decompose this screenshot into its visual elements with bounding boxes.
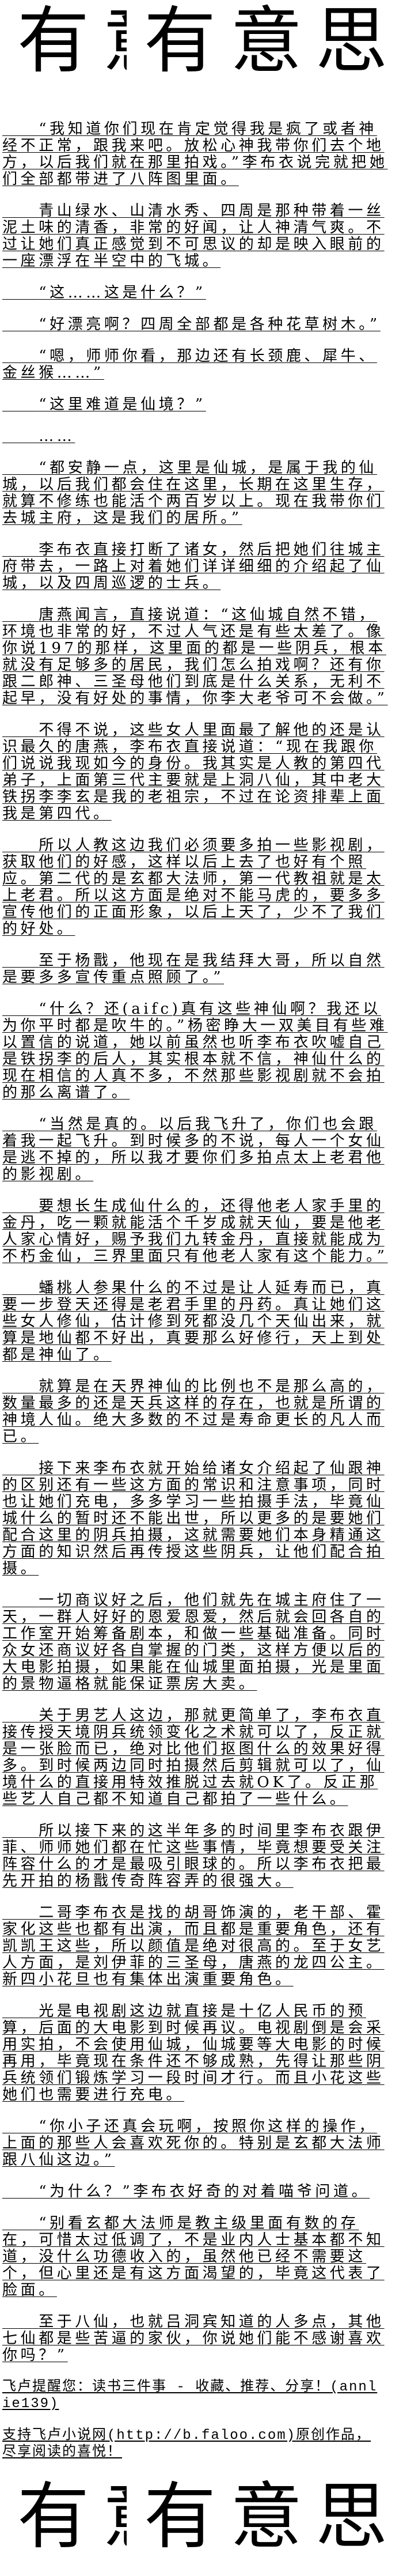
logo-char: 有 — [17, 0, 89, 83]
logo-char: 意 — [102, 2, 127, 80]
paragraph: “为什么？”李布衣好奇的对着喵爷问道。 — [39, 2183, 370, 2200]
paragraph: “好漂亮啊？四周全部都是各种花草树木。” — [39, 316, 381, 333]
paragraph: 光是电视剧这边就直接是十亿人民币的预算，后面的大电影到时候再议。电视剧倒是会采用… — [2, 2003, 385, 2103]
paragraph: 至于杨戬，他现在是我结拜大哥，所以自然是要多多宣传重点照顾了。” — [2, 952, 385, 986]
footer-notes: 飞卢提醒您：读书三件事 - 收藏、推荐、分享！(annlie139) 支持飞卢小… — [2, 2379, 382, 2461]
paragraph: 二哥李布衣是找的胡哥饰演的，老干部、霍家化这些也都有出演，而且都是重要角色，还有… — [2, 1904, 385, 1988]
paragraph: “别看玄都大法师是教主级里面有数的存在，可惜太过低调了，不是业内人士基本都不知道… — [2, 2215, 385, 2299]
logo-char: 意 — [102, 2478, 127, 2556]
paragraph: 所以人教这边我们必须要多拍一些影视剧，获取他们的好感，这样以后上去了也好有个照应… — [2, 837, 385, 938]
paragraph: “这里难道是仙境？” — [39, 396, 206, 413]
reminder-link[interactable]: 飞卢提醒您：读书三件事 - 收藏、推荐、分享！(annlie139) — [2, 2379, 378, 2412]
paragraph: 李布衣直接打断了诸女，然后把她们往城主府带去，一路上对着她们详详细细的介绍起了仙… — [2, 541, 385, 592]
paragraph: 至于八仙，也就吕洞宾知道的人多点，其他七仙都是些苦逼的家伙，你说她们能不感谢喜欢… — [2, 2313, 385, 2364]
paragraph: 要想长生成仙什么的，还得他老人家手里的金丹，吃一颗就能活个千岁成就天仙，要是他老… — [2, 1198, 388, 1265]
paragraph: “什么？还(aifc)真有这些神仙啊？我还以为你平时都是吹牛的。”杨密睁大一双美… — [2, 1000, 388, 1101]
paragraph: …… — [39, 428, 75, 445]
site-logo-top: 有 意 有 意 思 — [0, 0, 403, 98]
paragraph: 蟠桃人参果什么的不过是让人延寿而已，真要一步登天还得是老君手里的丹药。真让她们这… — [2, 1279, 385, 1363]
paragraph: “都安静一点，这里是仙城，是属于我的仙城，以后我们都会住在这里，长期在这里生存，… — [2, 459, 385, 527]
logo-char: 思 — [315, 0, 387, 83]
site-logo-bottom: 有 意 有 意 思 — [0, 2476, 403, 2556]
paragraph: 一切商议好之后，他们就先在城主府住了一天，一群人好好的恩爱恩爱，然后就会回各自的… — [2, 1592, 385, 1693]
logo-char: 意 — [230, 0, 302, 83]
paragraph: 关于男艺人这边，那就更简单了，李布衣直接传授天境阴兵统领变化之术就可以了，反正就… — [2, 1707, 385, 1808]
chapter-content: “我知道你们现在肯定觉得我是疯了或者神经不正常，跟我来吧。放松心神我带你们去个地… — [2, 121, 389, 2364]
paragraph: “你小子还真会玩啊，按照你这样的操作，上面的那些人会喜欢死你的。特别是玄都大法师… — [2, 2118, 385, 2169]
paragraph: 接下来李布衣就开始给诸女介绍起了仙跟神的区别还有一些这方面的常识和注意事项，同时… — [2, 1460, 385, 1577]
paragraph: “嗯，师师你看，那边还有长颈鹿、犀牛、金丝猴……” — [2, 348, 377, 382]
paragraph: 唐燕闻言，直接说道：“这仙城自然不错，环境也非常的好，不过人气还是有些太差了。像… — [2, 606, 388, 707]
logo-clipped-char: 意 — [102, 0, 127, 98]
paragraph: 青山绿水、山清水秀、四周是那种带着一丝泥土味的清香，非常的好闻，让人神清气爽。不… — [2, 202, 385, 270]
support-link[interactable]: 支持飞卢小说网(http://b.faloo.com)原创作品，尽享阅读的喜悦！ — [2, 2428, 371, 2460]
paragraph: “当然是真的。以后我飞升了，你们也会跟着我一起飞升。到时候多的不说，每人一个女仙… — [2, 1116, 385, 1183]
logo-char: 意 — [230, 2476, 302, 2556]
logo-char: 有 — [144, 0, 216, 83]
paragraph: “这……这是什么？” — [39, 284, 206, 301]
paragraph: 所以接下来的这半年多的时间里李布衣跟伊菲、师师她们都在忙这些事情，毕竟想要受关注… — [2, 1822, 385, 1890]
paragraph: 就算是在天界神仙的比例也不是那么高的，数量最多的还是天兵这样的存在，也就是所谓的… — [2, 1378, 385, 1445]
logo-char: 有 — [144, 2476, 216, 2556]
paragraph: “我知道你们现在肯定觉得我是疯了或者神经不正常，跟我来吧。放松心神我带你们去个地… — [2, 120, 388, 188]
paragraph: 不得不说，这些女人里面最了解他的还是认识最久的唐燕，李布衣直接说道：“现在我跟你… — [2, 722, 385, 822]
logo-char: 有 — [17, 2476, 89, 2556]
logo-char: 思 — [315, 2476, 387, 2556]
logo-clipped-char: 意 — [102, 2476, 127, 2556]
